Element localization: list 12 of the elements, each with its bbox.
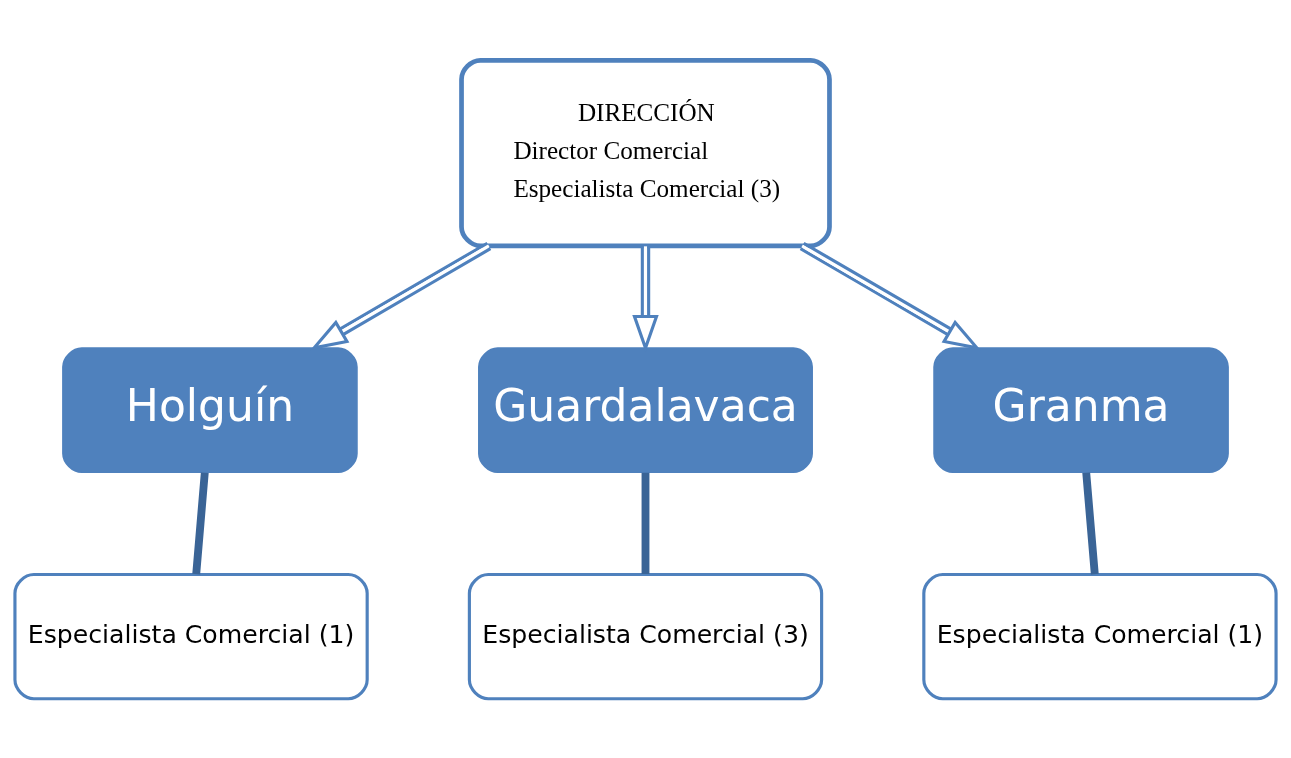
node-box: Granma — [933, 346, 1229, 473]
node-box: Guardalavaca — [478, 346, 813, 473]
connector — [192, 471, 209, 574]
node-box: DIRECCIÓN Director Comercial Especialista Comercial (3) — [459, 57, 832, 248]
node-box: Especialista Comercial (3) — [467, 572, 824, 700]
connector — [1082, 471, 1099, 574]
node-box: Especialista Comercial (1) — [13, 572, 369, 700]
arrow — [310, 241, 492, 350]
connector — [641, 472, 650, 574]
node-box: Especialista Comercial (1) — [922, 572, 1278, 700]
node-box: Holguín — [62, 346, 358, 473]
arrow — [799, 241, 981, 350]
